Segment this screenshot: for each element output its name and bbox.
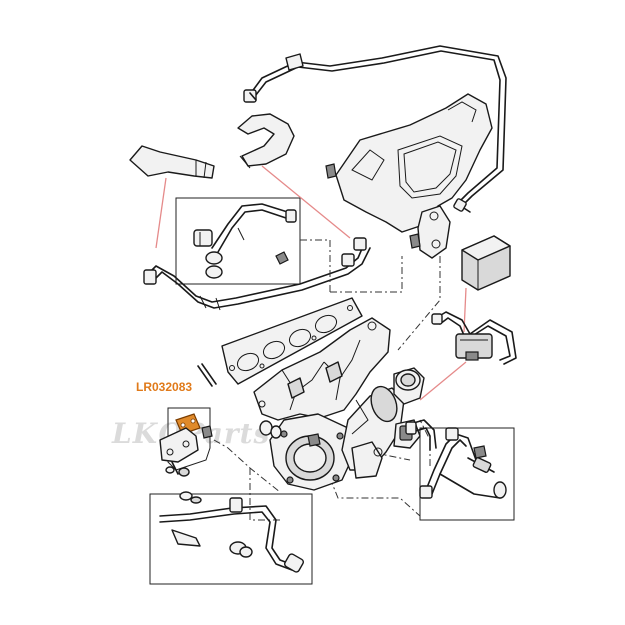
lower-coolant-hose (143, 237, 371, 311)
turbocharger-core (341, 367, 425, 479)
oil-feed-fitting (159, 425, 213, 477)
leader-line (419, 361, 467, 401)
highlighted-gasket-part (175, 413, 201, 435)
inset-box-pipe (175, 197, 301, 285)
turbine-housing (269, 413, 355, 491)
coolant-return-pipe (419, 427, 507, 499)
inset-box-oil-return (149, 493, 313, 585)
air-hose-right (237, 113, 295, 169)
assembly-dashed-lines (213, 239, 441, 521)
inset-box-coolant-return (419, 427, 515, 521)
exhaust-manifold-gasket (221, 297, 363, 385)
heat-shield (335, 93, 493, 259)
oil-return-pipe (159, 491, 305, 573)
catalyst-canister (461, 235, 511, 291)
manifold-stud (197, 363, 217, 387)
coolant-pipe-assembly (193, 203, 297, 279)
shield-bolt (325, 163, 421, 249)
seal-ring (259, 420, 321, 447)
leader-line (261, 165, 351, 239)
exhaust-manifold (253, 317, 391, 421)
inset-box-bracket (167, 407, 211, 471)
air-hose-left (129, 145, 215, 179)
oil-pipe-right (405, 419, 437, 451)
part-number-label: LR032083 (136, 380, 192, 394)
upper-feed-pipe (243, 45, 507, 213)
leader-line (155, 177, 167, 249)
wastegate-actuator (431, 311, 517, 365)
